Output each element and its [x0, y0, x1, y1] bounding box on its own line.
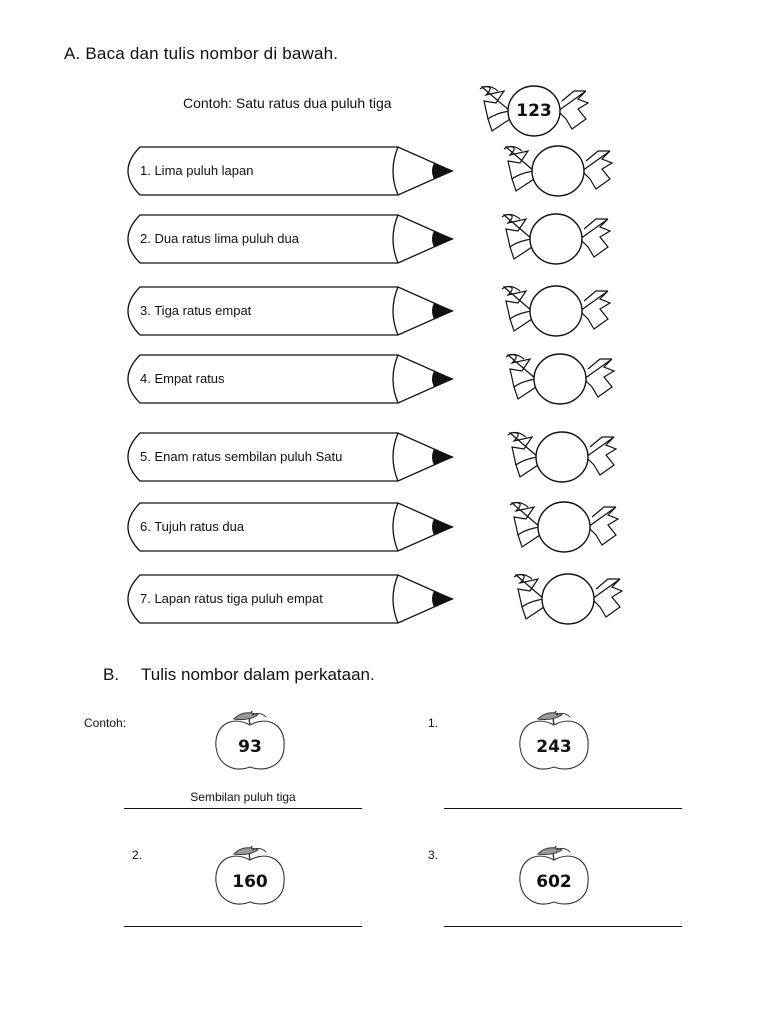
pencil-label: 5. Enam ratus sembilan puluh Satu — [140, 449, 343, 464]
pencil-item-2: 2. Dua ratus lima puluh dua — [112, 213, 464, 265]
item-2-apple: 160 — [212, 842, 288, 908]
candy-answer-value[interactable] — [508, 567, 628, 631]
item-1-answer-line[interactable] — [444, 808, 682, 809]
candy-answer-value[interactable] — [502, 425, 622, 489]
pencil-item-6: 6. Tujuh ratus dua — [112, 501, 464, 553]
candy-answer-2[interactable] — [496, 207, 616, 271]
pencil-item-3: 3. Tiga ratus empat — [112, 285, 464, 337]
example-candy-value: 123 — [516, 101, 552, 121]
candy-answer-value[interactable] — [498, 139, 618, 203]
item-2-apple-value: 160 — [232, 872, 268, 892]
item-3-answer-line[interactable] — [444, 926, 682, 927]
pencil-label: 7. Lapan ratus tiga puluh empat — [140, 591, 323, 606]
pencil-label: 4. Empat ratus — [140, 371, 225, 386]
pencil-item-7: 7. Lapan ratus tiga puluh empat — [112, 573, 464, 625]
section-b-title-text: Tulis nombor dalam perkataan. — [141, 665, 375, 684]
item-3-apple: 602 — [516, 842, 592, 908]
candy-answer-5[interactable] — [502, 425, 622, 489]
section-b-title: B. Tulis nombor dalam perkataan. — [103, 665, 375, 685]
item-1-number: 1. — [428, 716, 439, 730]
example-apple-value: 93 — [238, 737, 262, 757]
item-1-apple: 243 — [516, 707, 592, 773]
section-b-letter: B. — [103, 665, 120, 684]
candy-answer-3[interactable] — [496, 279, 616, 343]
section-a-title: A. Baca dan tulis nombor di bawah. — [64, 44, 339, 63]
example-answer-text: Sembilan puluh tiga — [190, 790, 296, 804]
candy-answer-4[interactable] — [500, 347, 620, 411]
candy-answer-value[interactable] — [496, 207, 616, 271]
section-b-example-label: Contoh: — [84, 716, 127, 730]
pencil-label: 6. Tujuh ratus dua — [140, 519, 245, 534]
candy-answer-1[interactable] — [498, 139, 618, 203]
candy-answer-value[interactable] — [496, 279, 616, 343]
candy-answer-7[interactable] — [508, 567, 628, 631]
candy-answer-value[interactable] — [504, 495, 624, 559]
example-answer-line — [124, 808, 362, 809]
pencil-label: 3. Tiga ratus empat — [140, 303, 252, 318]
candy-answer-value[interactable] — [500, 347, 620, 411]
section-a-example-text: Contoh: Satu ratus dua puluh tiga — [183, 95, 392, 111]
pencil-label: 2. Dua ratus lima puluh dua — [140, 231, 299, 246]
example-candy: 123 — [474, 79, 594, 143]
item-1-apple-value: 243 — [536, 737, 572, 757]
pencil-item-1: 1. Lima puluh lapan — [112, 145, 464, 197]
item-3-apple-value: 602 — [536, 872, 572, 892]
item-2-answer-line[interactable] — [124, 926, 362, 927]
item-2-number: 2. — [132, 848, 143, 862]
example-apple: 93 — [212, 707, 288, 773]
pencil-item-4: 4. Empat ratus — [112, 353, 464, 405]
pencil-label: 1. Lima puluh lapan — [140, 163, 254, 178]
candy-answer-6[interactable] — [504, 495, 624, 559]
item-3-number: 3. — [428, 848, 439, 862]
pencil-item-5: 5. Enam ratus sembilan puluh Satu — [112, 431, 464, 483]
